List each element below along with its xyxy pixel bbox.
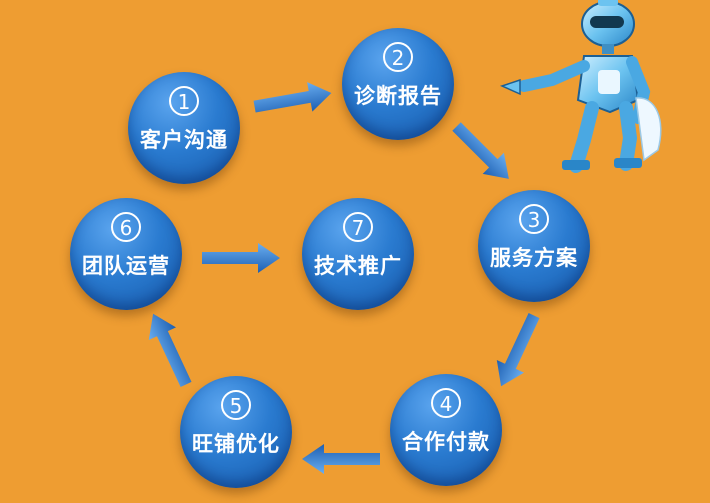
arrow-5-to-6 [148, 313, 192, 387]
step-label: 旺铺优化 [192, 432, 280, 456]
step-label: 团队运营 [82, 254, 170, 278]
step-label: 技术推广 [314, 254, 402, 278]
step-number: 2 [383, 42, 413, 72]
arrow-1-to-2 [253, 82, 332, 113]
step-number: 1 [169, 86, 199, 116]
arrow-4-to-5 [302, 444, 380, 474]
step-2-node: 2 诊断报告 [342, 28, 454, 140]
robot-icon [499, 0, 662, 173]
step-number: 3 [519, 204, 549, 234]
step-number: 6 [111, 212, 141, 242]
step-6-node: 6 团队运营 [70, 198, 182, 310]
step-number: 4 [431, 388, 461, 418]
step-label: 服务方案 [490, 246, 578, 270]
step-label: 诊断报告 [354, 84, 442, 108]
step-3-node: 3 服务方案 [478, 190, 590, 302]
step-4-node: 4 合作付款 [390, 374, 502, 486]
step-5-node: 5 旺铺优化 [180, 376, 292, 488]
arrow-2-to-3 [452, 122, 509, 179]
step-1-node: 1 客户沟通 [128, 72, 240, 184]
step-number: 7 [343, 212, 373, 242]
step-7-node: 7 技术推广 [302, 198, 414, 310]
arrow-3-to-4 [496, 313, 540, 387]
step-label: 客户沟通 [140, 128, 228, 152]
arrow-6-to-7 [202, 243, 280, 273]
step-label: 合作付款 [402, 430, 490, 454]
step-number: 5 [221, 390, 251, 420]
